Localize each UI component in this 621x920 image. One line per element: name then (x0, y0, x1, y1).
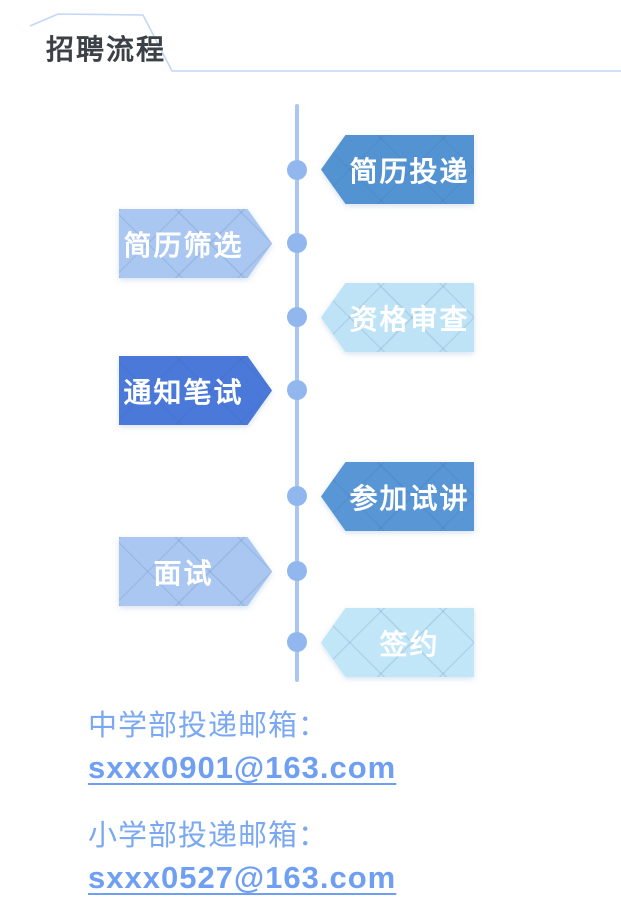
timeline-dot (287, 632, 307, 652)
arrow-shape: 资格审查 (321, 283, 474, 352)
arrow-shape: 通知笔试 (119, 356, 272, 425)
flow-step-arrow: 参加试讲 (321, 462, 474, 531)
flow-step-label: 面试 (153, 557, 214, 589)
flow-step-arrow: 通知笔试 (119, 356, 272, 425)
primary-school-email-link[interactable]: sxxx0527@163.com (88, 860, 397, 895)
flow-step-label: 通知笔试 (123, 376, 244, 408)
arrow-shape: 简历筛选 (119, 209, 272, 278)
timeline-dot (287, 307, 307, 327)
timeline-dot (287, 561, 307, 581)
flow-step-label: 简历投递 (349, 155, 470, 187)
arrow-shape: 简历投递 (321, 135, 474, 204)
flow-step-arrow: 面试 (119, 537, 272, 606)
flow-step-arrow: 简历投递 (321, 135, 474, 204)
arrow-shape: 面试 (119, 537, 272, 606)
header-accent-line (29, 13, 621, 72)
arrow-shape: 参加试讲 (321, 462, 474, 531)
page-title: 招聘流程 (46, 34, 167, 65)
timeline-dot (287, 486, 307, 506)
flow-step-label: 签约 (379, 628, 440, 660)
flow-step-label: 参加试讲 (349, 482, 470, 514)
middle-school-email-link[interactable]: sxxx0901@163.com (88, 750, 397, 785)
arrow-shape: 签约 (321, 608, 474, 677)
flow-step-label: 资格审查 (349, 303, 470, 335)
flow-step-arrow: 简历筛选 (119, 209, 272, 278)
timeline-dot (287, 233, 307, 253)
middle-school-email-label: 中学部投递邮箱： (88, 710, 329, 742)
flow-step-label: 简历筛选 (123, 229, 244, 261)
flow-step-arrow: 签约 (321, 608, 474, 677)
recruitment-flow-diagram: 简历投递简历筛选资格审查通知笔试参加试讲面试签约 (119, 104, 474, 682)
primary-school-email-label: 小学部投递邮箱： (88, 820, 329, 852)
timeline-dot (287, 160, 307, 180)
header: 招聘流程 (0, 0, 621, 90)
timeline-dot (287, 380, 307, 400)
flow-step-arrow: 资格审查 (321, 283, 474, 352)
